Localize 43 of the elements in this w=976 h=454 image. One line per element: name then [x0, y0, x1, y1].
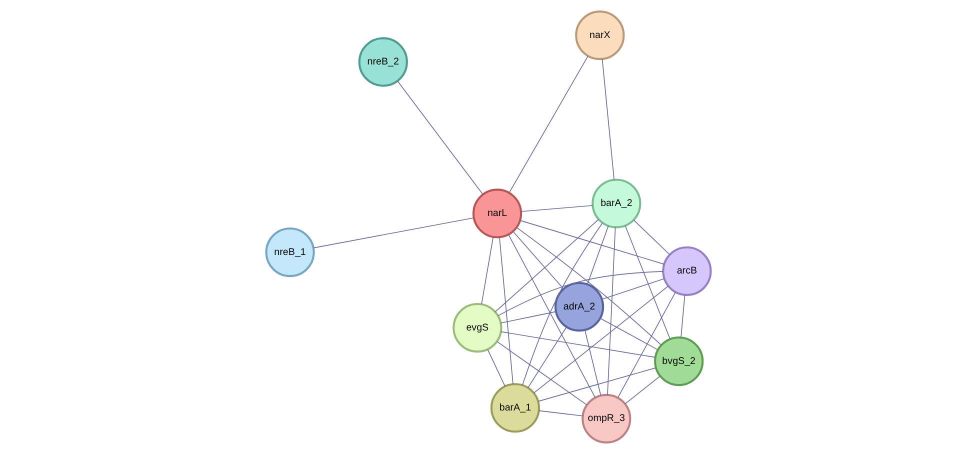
connector	[522, 222, 602, 386]
connector	[599, 318, 658, 350]
connector	[632, 220, 670, 256]
connector	[537, 367, 656, 402]
connector	[496, 341, 587, 406]
connector	[486, 349, 505, 387]
connector	[680, 294, 685, 338]
connector	[533, 286, 668, 394]
connector	[520, 205, 593, 212]
connector	[527, 326, 566, 388]
node-circle: nreB_2	[358, 37, 408, 87]
connector	[601, 278, 664, 300]
connector	[584, 330, 601, 396]
connector	[312, 218, 474, 248]
connector	[601, 58, 614, 180]
connector	[500, 311, 556, 324]
connector	[512, 231, 564, 290]
connector	[494, 219, 598, 312]
connector	[508, 56, 588, 194]
connector	[396, 80, 483, 195]
node-circle: bvgS_2	[654, 336, 704, 386]
node-circle: narL	[472, 188, 522, 238]
node-circle: arcB	[662, 246, 712, 296]
connector	[498, 236, 513, 385]
node-circle: barA_1	[490, 383, 540, 433]
connector	[538, 410, 582, 416]
node-circle: barA_2	[591, 178, 641, 228]
connector	[519, 220, 664, 265]
connector	[516, 227, 662, 346]
connector	[624, 225, 670, 340]
connector	[480, 236, 494, 305]
node-circle: narX	[574, 10, 624, 60]
connector	[497, 271, 663, 316]
connector	[617, 292, 676, 398]
node-circle: nreB_1	[264, 227, 314, 278]
connector	[606, 226, 616, 396]
connector	[624, 376, 660, 404]
connector	[508, 234, 596, 398]
node-circle: evgS	[452, 303, 502, 353]
node-circle: ompR_3	[581, 394, 631, 444]
connector	[500, 331, 656, 358]
node-circle: adrA_2	[554, 282, 604, 332]
connector	[586, 226, 608, 285]
